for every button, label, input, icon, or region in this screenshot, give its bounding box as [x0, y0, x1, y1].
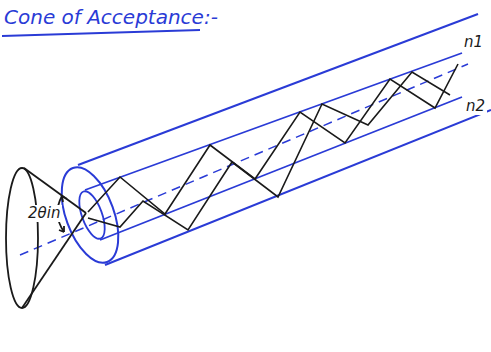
angle-label: 2θin [26, 205, 62, 222]
diagram-title: Cone of Acceptance:- [2, 6, 220, 28]
refractive-index-label: n2 [464, 98, 487, 115]
fiber-axis [20, 64, 468, 255]
fiber-core [74, 53, 462, 242]
fiber-cladding [50, 14, 491, 270]
refractive-index-label: n1 [462, 34, 485, 51]
light-ray [88, 72, 450, 230]
acceptance-cone [6, 168, 86, 308]
title-underline [2, 30, 200, 36]
light-ray [88, 64, 458, 214]
